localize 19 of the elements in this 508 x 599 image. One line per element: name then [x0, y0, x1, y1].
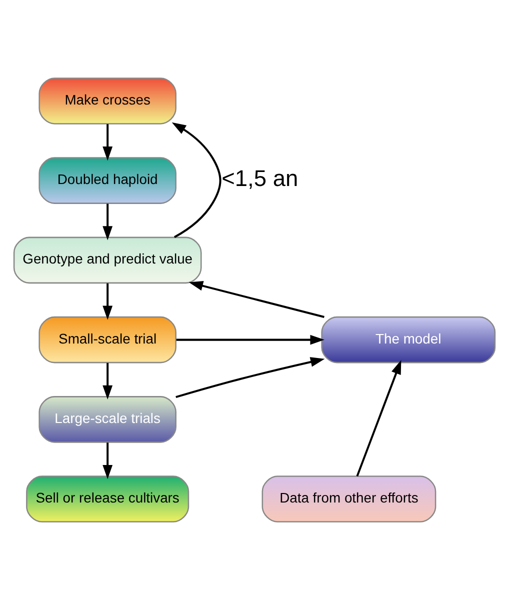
node-box: Make crosses: [38, 77, 176, 124]
arrow: [356, 360, 401, 476]
arrow: [102, 203, 112, 240]
node-box: Small-scale trial: [38, 316, 176, 363]
arrow: [102, 124, 112, 160]
node-box: Doubled haploid: [38, 156, 176, 204]
arrow: [102, 362, 112, 400]
arrow: [102, 282, 112, 320]
arrow: [176, 334, 324, 344]
edge-label: <1,5 an: [221, 164, 298, 191]
node-box: The model: [320, 316, 496, 363]
node-box: Data from other efforts: [261, 475, 436, 522]
arrow: [102, 442, 112, 479]
node-box: Large-scale trials: [38, 396, 176, 442]
arrow: [171, 122, 221, 238]
node-box: Sell or release cultivars: [26, 475, 189, 522]
arrow: [175, 356, 324, 398]
arrow: [188, 280, 324, 318]
node-box: Genotype and predict value: [12, 236, 202, 284]
